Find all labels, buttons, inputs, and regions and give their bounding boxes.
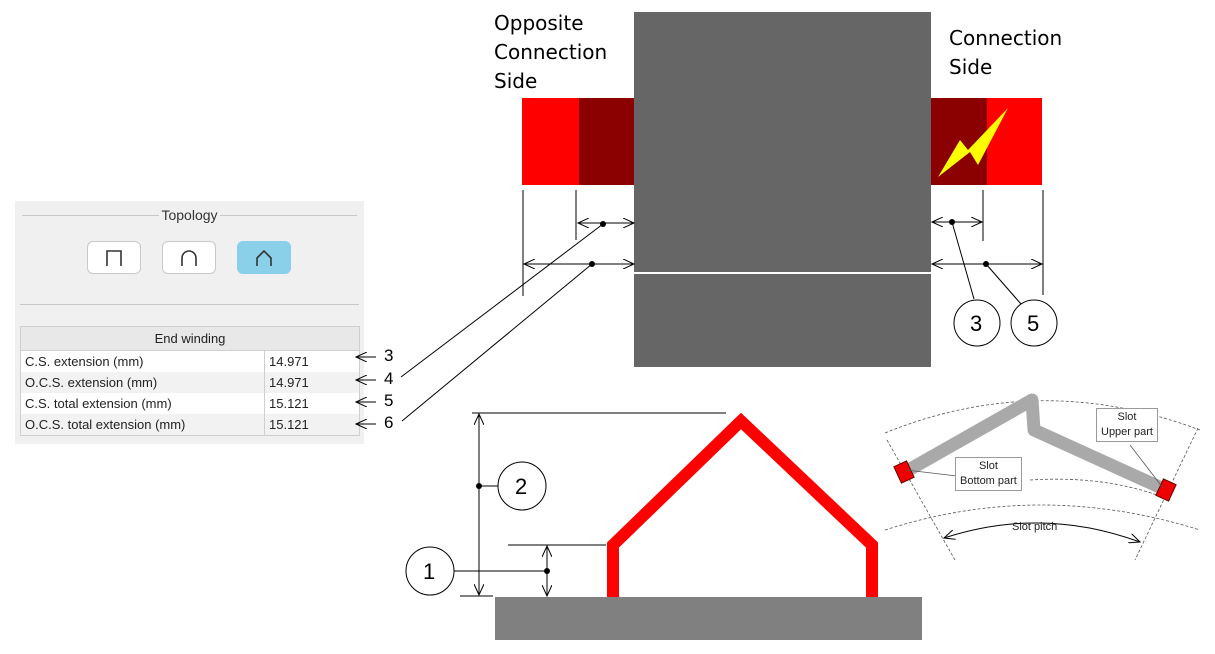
slot-upper-line: Slot — [1117, 411, 1137, 423]
cs-label-line: Connection — [949, 26, 1063, 50]
panel-divider — [20, 304, 359, 305]
table-row: O.C.S. total extension (mm)15.121 — [20, 414, 360, 436]
upper-leader — [1129, 444, 1164, 489]
settings-panel: Topology End winding C.S. extension (mm)… — [15, 201, 364, 444]
ocs-winding-inner — [579, 98, 635, 185]
ocs-label-line: Side — [494, 69, 538, 93]
topology-round-button[interactable] — [162, 241, 216, 274]
pointed-icon — [256, 249, 272, 266]
marker-3: 3 — [384, 346, 394, 365]
core-base — [495, 597, 922, 640]
end-winding-header: End winding — [20, 326, 360, 351]
table-marker-arrows — [356, 357, 376, 424]
topology-title: Topology — [159, 207, 220, 223]
slot-pitch-label: Slot pitch — [1012, 521, 1058, 533]
table-row: C.S. total extension (mm)15.121 — [20, 393, 360, 414]
slot-bottom-part — [893, 460, 915, 484]
dimension-dots — [589, 219, 989, 267]
callout-circle-1 — [405, 546, 455, 596]
square-u-icon — [106, 249, 122, 266]
marker-6: 6 — [384, 413, 394, 432]
cs-label: Connection Side — [949, 24, 1062, 82]
callout-2-label: 2 — [515, 474, 528, 499]
slot-upper-part — [1155, 478, 1177, 502]
ocs-label-line: Opposite — [494, 11, 584, 35]
row-label: O.C.S. total extension (mm) — [20, 414, 265, 436]
callout-5-label: 5 — [1027, 311, 1040, 336]
top-dimension-lines — [400, 190, 1044, 422]
callout-3-label: 3 — [970, 311, 983, 336]
table-row: C.S. extension (mm)14.971 — [20, 350, 360, 372]
topology-pointed-button[interactable] — [237, 241, 291, 274]
marker-4: 4 — [384, 369, 394, 388]
end-winding-table: End winding C.S. extension (mm)14.971 O.… — [20, 326, 360, 436]
slot-pitch-arc — [944, 522, 1140, 542]
slot-upper-line: Upper part — [1101, 426, 1153, 438]
cs-label-line: Side — [949, 55, 993, 79]
topology-square-button[interactable] — [87, 241, 141, 274]
ocs-label: Opposite Connection Side — [494, 9, 607, 96]
table-row: O.C.S. extension (mm)14.971 — [20, 372, 360, 393]
row-value[interactable]: 14.971 — [264, 350, 360, 372]
row-label: O.C.S. extension (mm) — [20, 372, 265, 393]
cs-winding-outer — [987, 98, 1042, 185]
slot-bottom-line: Bottom part — [960, 475, 1017, 487]
bottom-leader — [905, 469, 958, 477]
side-dimension-lines — [453, 412, 726, 596]
row-label: C.S. total extension (mm) — [20, 393, 265, 414]
row-value[interactable]: 14.971 — [264, 372, 360, 393]
callout-circle-2 — [497, 461, 547, 511]
marker-5: 5 — [384, 391, 394, 410]
lightning-bolt-icon — [938, 108, 1008, 177]
slot-bottom-label: Slot Bottom part — [955, 457, 1022, 491]
row-value[interactable]: 15.121 — [264, 414, 360, 436]
ocs-winding-outer — [522, 98, 579, 185]
stator-core-lower — [634, 274, 931, 367]
slot-upper-label: Slot Upper part — [1096, 408, 1158, 442]
coil-profile — [607, 412, 878, 597]
callout-circle-5 — [1010, 299, 1058, 347]
dim-dot-1 — [544, 568, 550, 574]
row-label: C.S. extension (mm) — [20, 350, 265, 372]
slot-bottom-line: Slot — [978, 460, 998, 472]
row-value[interactable]: 15.121 — [264, 393, 360, 414]
callout-1-label: 1 — [423, 559, 436, 584]
ocs-label-line: Connection — [494, 40, 608, 64]
stator-core-upper — [634, 12, 931, 272]
callout-circle-3 — [953, 299, 1001, 347]
coil-side-path — [901, 393, 1169, 496]
dim-dot-2 — [476, 483, 482, 489]
round-u-icon — [181, 249, 197, 266]
